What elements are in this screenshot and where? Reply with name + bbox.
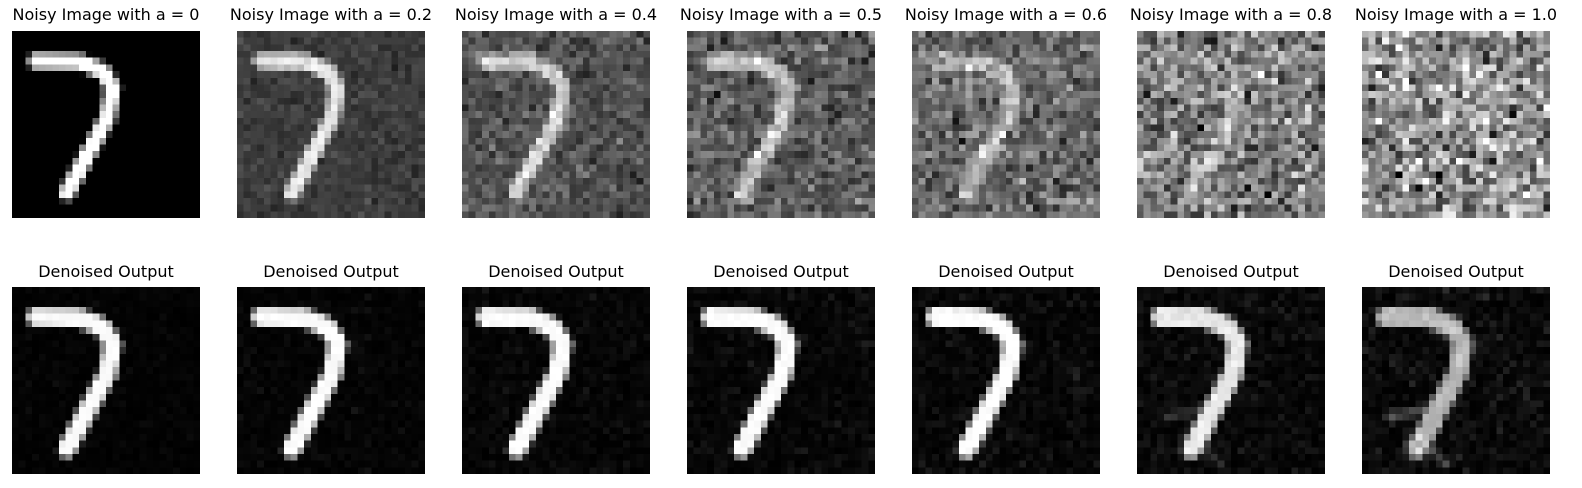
denoised-panel-title: Denoised Output <box>38 262 174 281</box>
noisy-panel-title: Noisy Image with a = 0.4 <box>454 5 658 24</box>
denoised-digit-image <box>12 287 200 474</box>
noisy-digit-image <box>912 31 1100 218</box>
noisy-panel-title: Noisy Image with a = 1.0 <box>1354 5 1558 24</box>
denoised-panel-title: Denoised Output <box>263 262 399 281</box>
noisy-panel-title: Noisy Image with a = 0.2 <box>229 5 433 24</box>
denoised-digit-image <box>462 287 650 474</box>
denoised-digit-image <box>237 287 425 474</box>
noisy-digit-image <box>237 31 425 218</box>
denoised-panel-title: Denoised Output <box>488 262 624 281</box>
denoised-panel-title: Denoised Output <box>938 262 1074 281</box>
noisy-panel-title: Noisy Image with a = 0.6 <box>904 5 1108 24</box>
denoised-digit-image <box>912 287 1100 474</box>
denoised-panel-title: Denoised Output <box>1163 262 1299 281</box>
noisy-digit-image <box>1362 31 1550 218</box>
noisy-digit-image <box>1137 31 1325 218</box>
noisy-digit-image <box>12 31 200 218</box>
denoised-digit-image <box>1362 287 1550 474</box>
noisy-panel-title: Noisy Image with a = 0 <box>12 5 200 24</box>
denoised-digit-image <box>687 287 875 474</box>
denoised-digit-image <box>1137 287 1325 474</box>
noisy-digit-image <box>687 31 875 218</box>
noisy-panel-title: Noisy Image with a = 0.5 <box>679 5 883 24</box>
denoised-panel-title: Denoised Output <box>1388 262 1524 281</box>
denoised-panel-title: Denoised Output <box>713 262 849 281</box>
noisy-panel-title: Noisy Image with a = 0.8 <box>1129 5 1333 24</box>
noisy-digit-image <box>462 31 650 218</box>
